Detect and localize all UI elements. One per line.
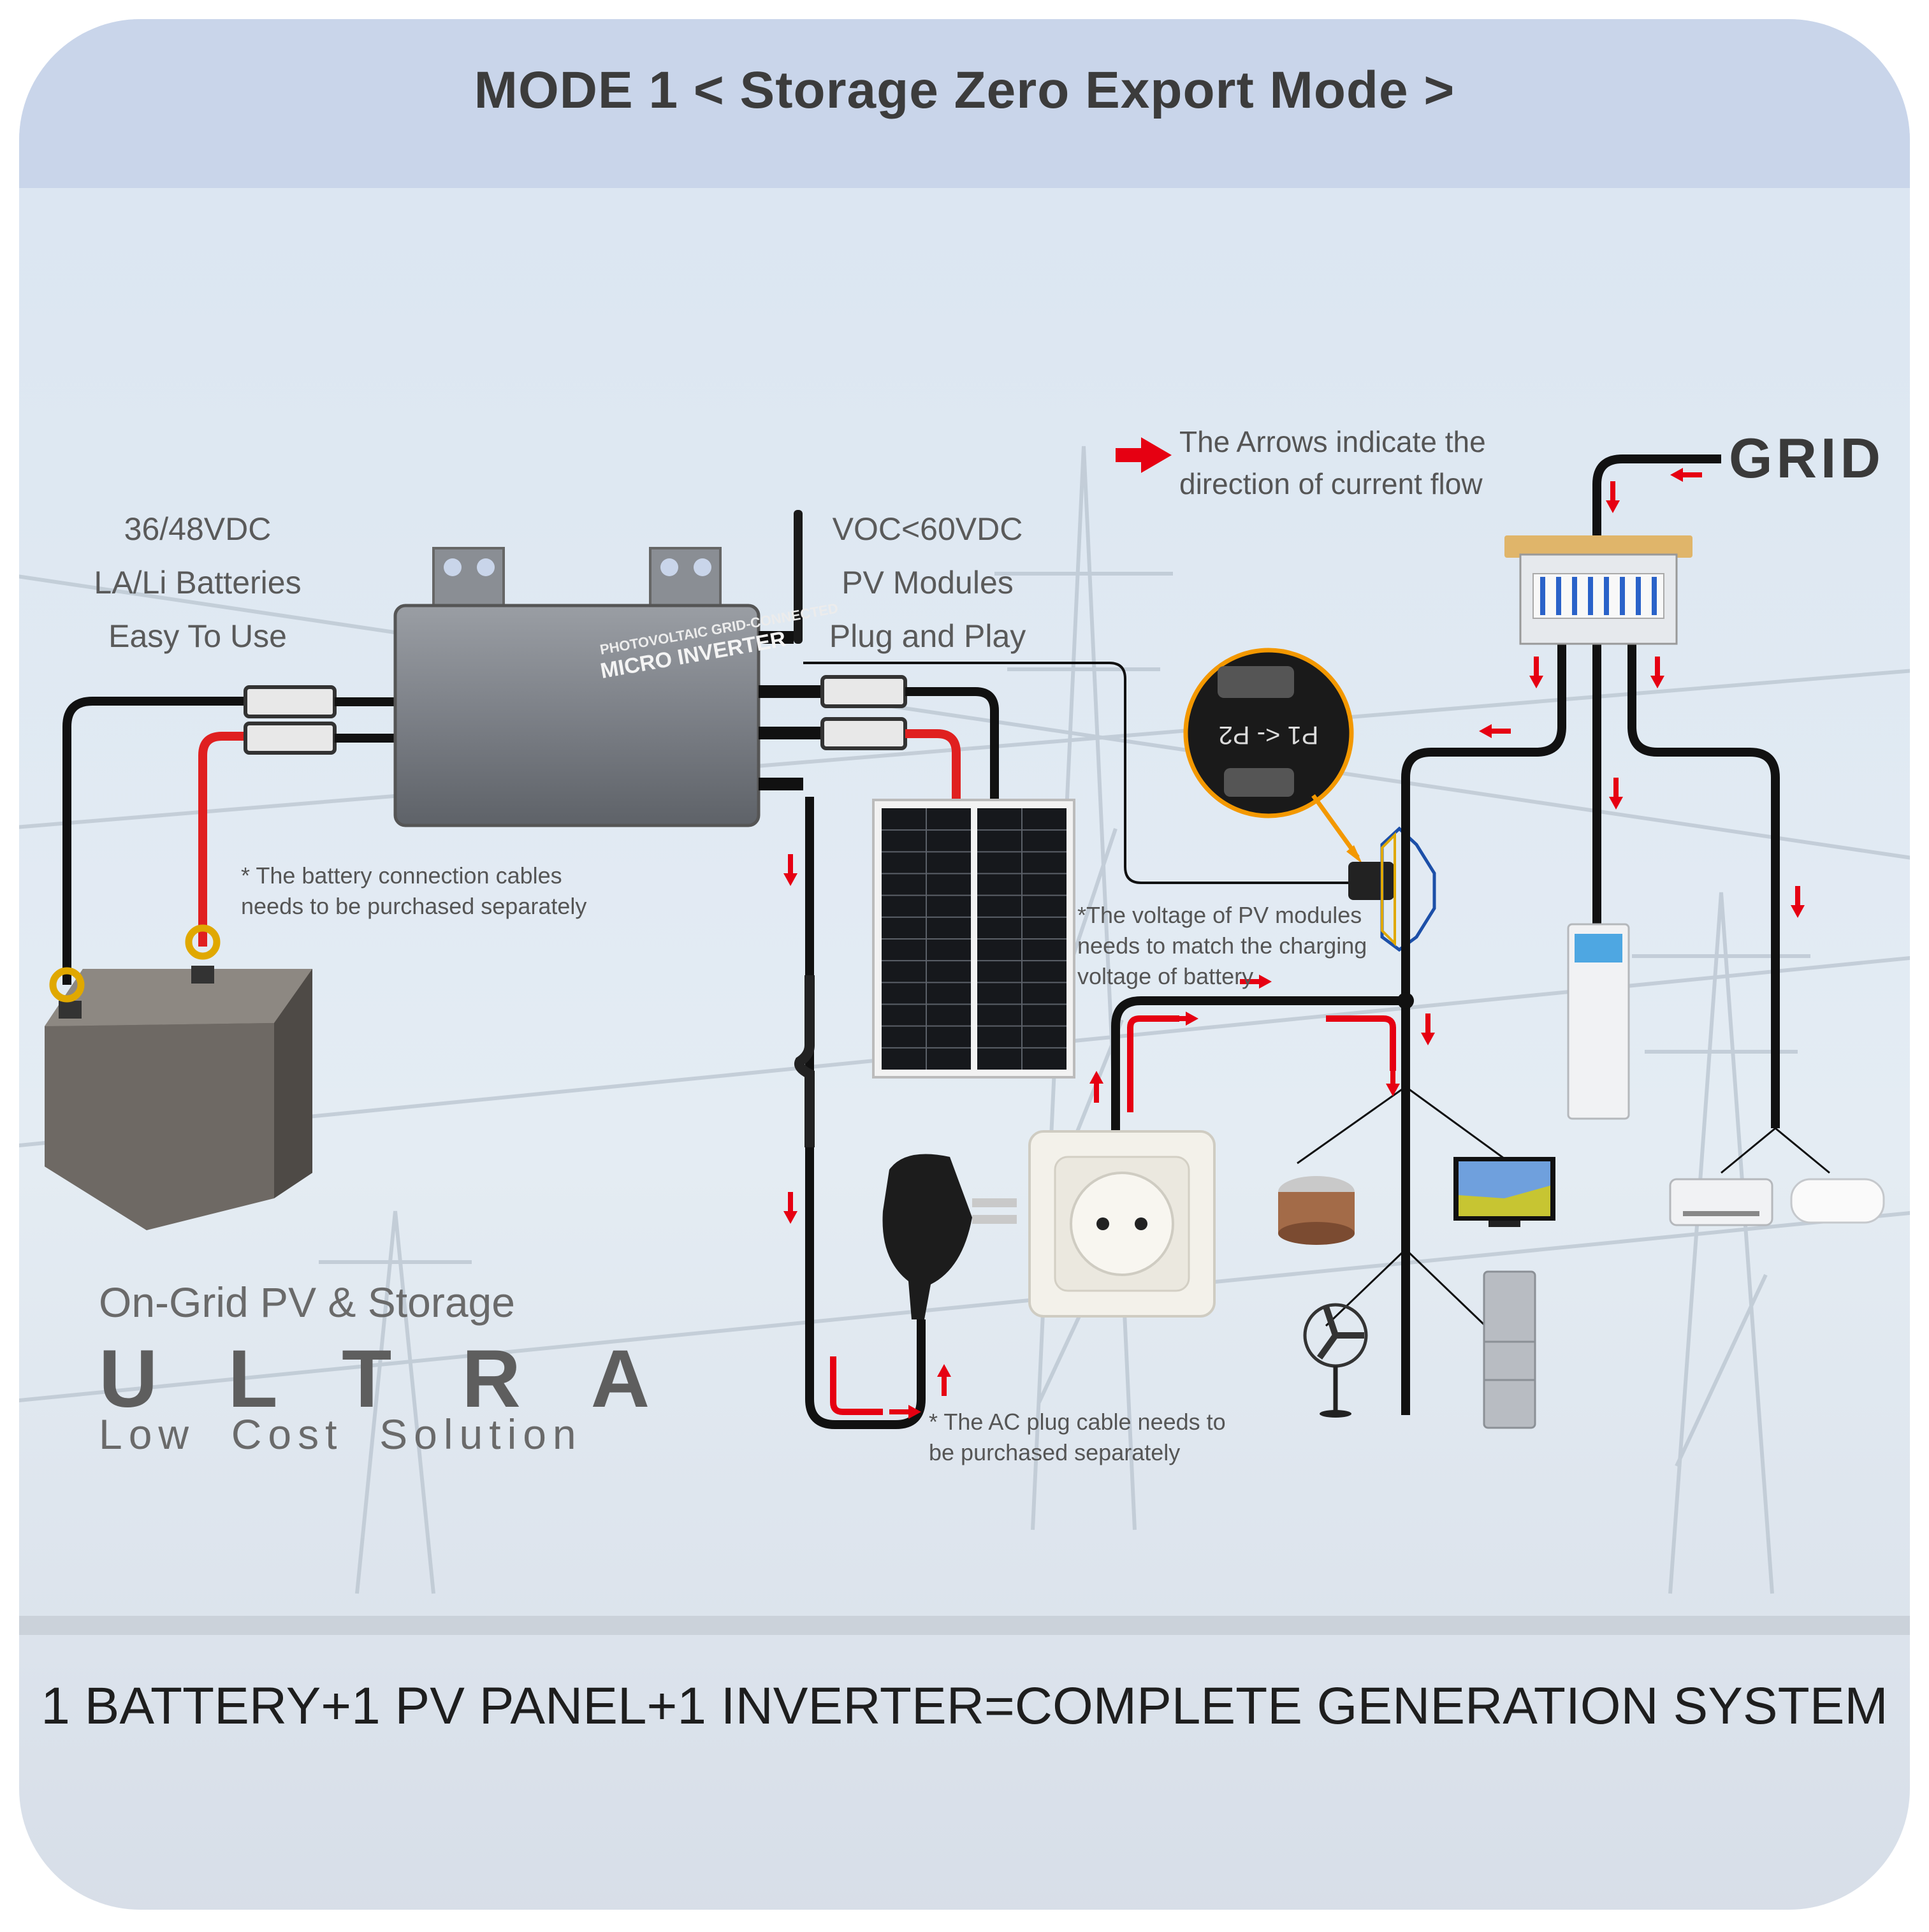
micro-inverter [393,510,822,827]
floor-fan [1303,1303,1368,1418]
rice-cooker [1278,1176,1355,1245]
ct-clamp [1348,862,1394,900]
wall-socket [1028,1130,1216,1318]
battery-terminal-positive [191,966,214,984]
footer-equation: 1 BATTERY+1 PV PANEL+1 INVERTER=COMPLETE… [41,1677,1888,1735]
ct-signal-wire [803,662,1358,884]
pv-spec-voltage: VOC<60VDC [832,511,1023,547]
flow-arrow [1240,975,1272,989]
current-flow-arrows [783,468,1805,1419]
battery-ring-terminal-negative [49,967,85,1003]
battery-spec-voltage: 36/48VDC [124,511,272,547]
brand-name: ULTRA [99,1333,720,1425]
battery-connectors [244,685,395,755]
ct-clamp-magnifier [1183,648,1362,864]
pv-spec-usability: Plug and Play [829,618,1026,654]
refrigerator [1483,1270,1536,1429]
flow-arrow [1791,886,1805,918]
battery-specs: 36/48VDC LA/Li Batteries Easy To Use [70,502,325,663]
flow-arrow [1606,481,1620,513]
ac-wiring [805,454,1780,1429]
brand-tagline: On-Grid PV & Storage [99,1279,515,1326]
flow-arrow [1421,1013,1435,1045]
wifi-antenna [794,510,803,644]
ac-return-bends [830,1015,1396,1415]
schuko-plug [882,1154,1017,1319]
pv-voltage-note: *The voltage of PV modules needs to matc… [1077,902,1367,989]
flow-arrow [937,1364,951,1396]
ac-cable-note: * The AC plug cable needs to be purchase… [929,1409,1226,1465]
legend-arrow-icon [1116,437,1172,473]
flow-arrow [783,1192,797,1224]
inline-ac-connector [794,975,815,1147]
television [1453,1157,1555,1227]
pv-positive-cable [905,729,961,806]
flow-arrow [1089,1071,1103,1103]
battery-spec-type: LA/Li Batteries [94,565,302,600]
pv-negative-cable [905,687,999,806]
floor-air-conditioner [1567,923,1630,1120]
ct-clamp-label: P1 <- P2 [1219,721,1319,749]
pv-specs: VOC<60VDC PV Modules Plug and Play [810,502,1045,663]
flow-arrow [783,854,797,886]
header-band [19,19,1910,188]
appliance-branch-wires [1297,1086,1830,1327]
flow-arrow [1167,1012,1198,1026]
flow-arrow [889,1405,921,1419]
battery-terminal-negative [59,1001,82,1019]
flow-arrow [1609,778,1623,810]
battery-ring-terminal-positive [185,924,221,960]
flow-arrow [1650,657,1664,688]
flow-arrow [1529,657,1543,688]
brand-subtitle: Low Cost Solution [99,1411,583,1458]
split-air-conditioner-1 [1669,1178,1773,1226]
page-title: MODE 1 < Storage Zero Export Mode > [474,61,1455,119]
grid-label: GRID [1729,426,1884,490]
junction-node [1397,992,1414,1009]
flow-arrow [1386,1064,1400,1096]
battery [45,966,312,1230]
flow-arrow [1479,724,1511,738]
pv-spec-type: PV Modules [841,565,1014,600]
battery-cable-note: * The battery connection cables needs to… [241,862,587,919]
battery-positive-cable [198,732,245,947]
flow-arrow [1670,468,1702,482]
distribution-box [1504,535,1692,645]
battery-negative-cable [62,697,245,985]
pv-panel [872,799,1075,1079]
legend-text: The Arrows indicate the direction of cur… [1179,425,1486,500]
battery-spec-usability: Easy To Use [108,618,287,654]
split-air-conditioner-2 [1790,1178,1885,1224]
